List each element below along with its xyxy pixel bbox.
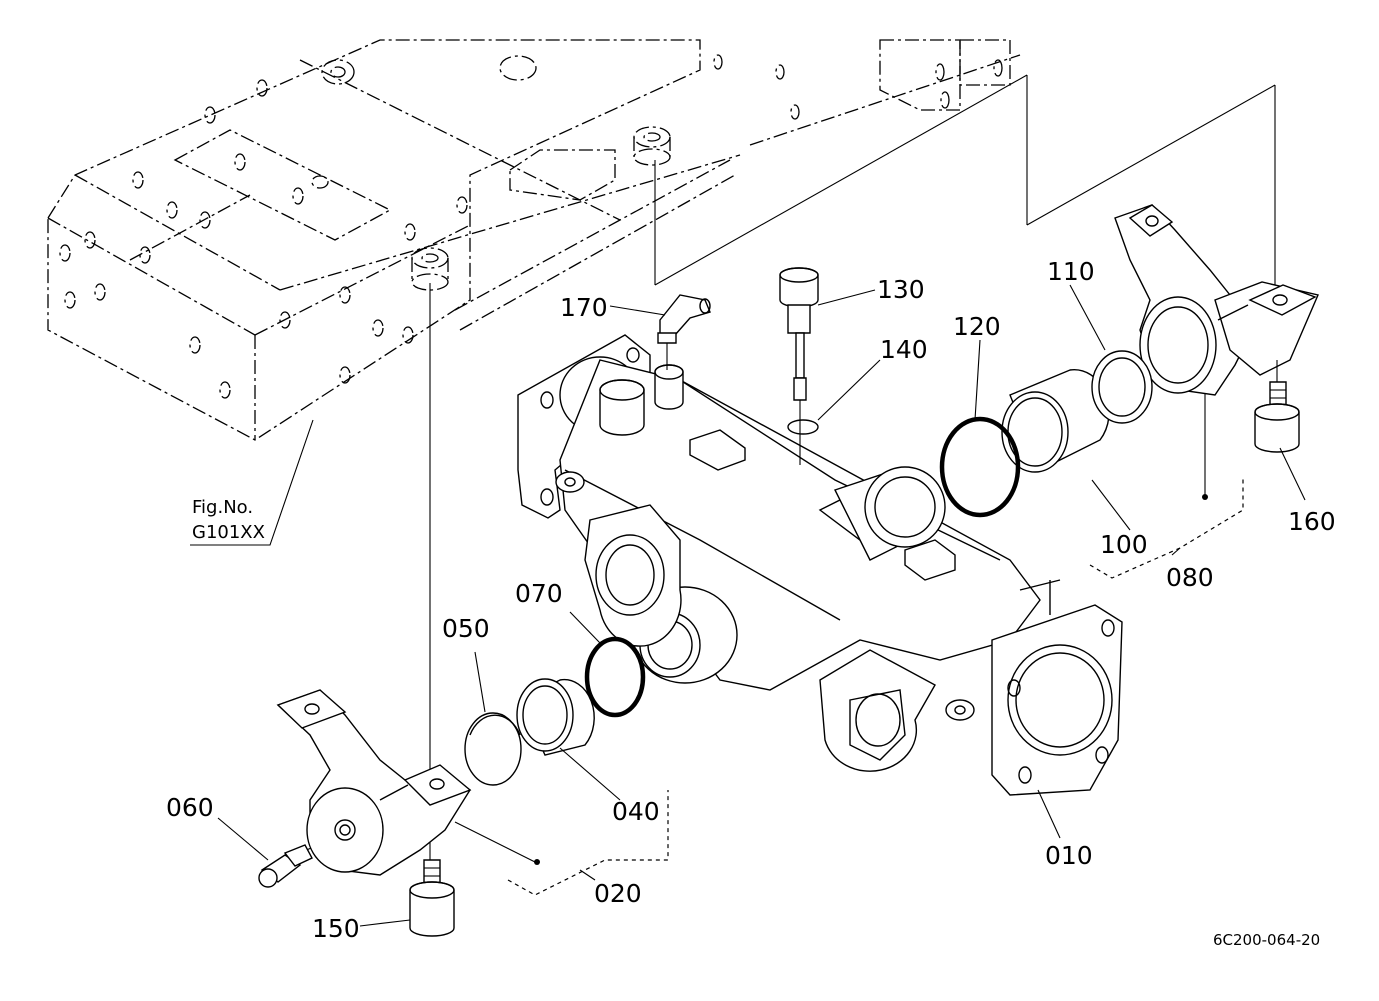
label-060: 060 (166, 793, 214, 822)
label-040: 040 (612, 797, 660, 826)
frame-assembly (47, 39, 1021, 441)
label-070: 070 (515, 579, 563, 608)
leader-lines (217, 284, 1306, 927)
center-dot-020 (534, 859, 540, 865)
oring-140 (787, 419, 819, 435)
label-120: 120 (953, 312, 1001, 341)
label-010: 010 (1045, 841, 1093, 870)
figure-ref-line1: Fig.No. (192, 497, 253, 518)
part-labels: 010 020 040 050 060 070 080 100 110 120 … (166, 257, 1336, 943)
drawing-code: 6C200-064-20 (1213, 931, 1320, 949)
label-020: 020 (594, 879, 642, 908)
elbow-fitting-170 (657, 294, 711, 370)
label-050: 050 (442, 614, 490, 643)
bracket-080 (1114, 204, 1319, 396)
label-110: 110 (1047, 257, 1095, 286)
dipstick-130 (779, 267, 819, 465)
figure-ref-line2: G101XX (192, 522, 265, 543)
bracket-020 (276, 689, 472, 876)
label-100: 100 (1100, 530, 1148, 559)
axle-housing-010 (517, 334, 1123, 796)
bolt-160 (1254, 360, 1300, 453)
washer-110 (1091, 350, 1153, 424)
cap-050 (464, 712, 522, 786)
label-150: 150 (312, 914, 360, 943)
figure-reference: Fig.No. G101XX (190, 419, 314, 546)
bushing-040 (516, 678, 595, 756)
oring-120 (939, 416, 1021, 518)
bolt-150 (409, 859, 455, 937)
grease-fitting-060 (258, 844, 313, 888)
center-dot-080 (1202, 494, 1208, 500)
label-080: 080 (1166, 563, 1214, 592)
label-130: 130 (877, 275, 925, 304)
label-140: 140 (880, 335, 928, 364)
oring-070 (584, 636, 646, 718)
label-170: 170 (560, 293, 608, 322)
label-160: 160 (1288, 507, 1336, 536)
